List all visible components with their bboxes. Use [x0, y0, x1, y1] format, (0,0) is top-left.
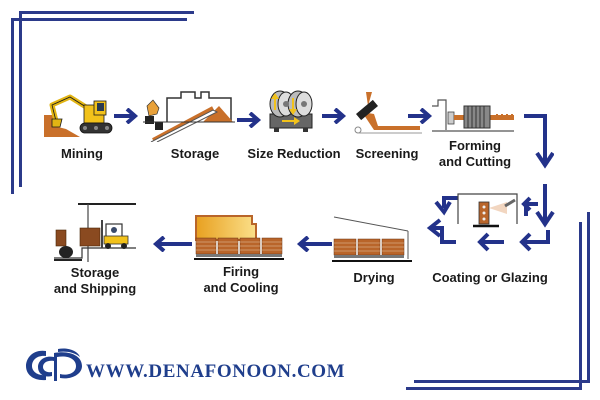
forklift-warehouse-icon — [54, 203, 136, 262]
arrow-right-icon — [114, 108, 139, 124]
kiln-icon — [194, 215, 284, 260]
frame-bottom-outer — [414, 380, 590, 383]
drying-shed-icon — [332, 216, 412, 262]
stage-label-drying: Drying — [353, 270, 395, 285]
stage-label-storage: Storage — [170, 146, 220, 161]
frame-top-inner — [11, 18, 187, 21]
stage-label-size-reduction: Size Reduction — [247, 146, 341, 161]
extruder-icon — [432, 99, 514, 132]
stage-label-storage-line2: and Shipping — [53, 281, 137, 296]
stage-label-coating-glazing: Coating or Glazing — [432, 270, 548, 285]
stage-label-mining: Mining — [61, 146, 103, 161]
stage-label-forming-line1: Forming — [449, 138, 501, 153]
screening-machine-icon — [354, 92, 422, 134]
stage-label-storage-shipping: Storage and Shipping — [50, 265, 140, 297]
frame-top-outer — [19, 11, 194, 14]
stage-label-forming-line2: and Cutting — [438, 154, 512, 169]
frame-right-inner — [579, 222, 582, 389]
arrow-left-icon — [296, 236, 332, 252]
arrow-right-icon — [408, 108, 433, 124]
stage-label-firing-line1: Firing — [222, 264, 260, 279]
frame-left-inner — [19, 11, 22, 187]
storage-shed-icon — [143, 91, 235, 142]
excavator-icon — [44, 94, 113, 137]
frame-right-outer — [587, 212, 590, 383]
website-url: WWW.DENAFONOON.COM — [86, 361, 346, 382]
stage-label-storage-line1: Storage — [70, 265, 120, 280]
glazing-station-icon — [457, 193, 518, 228]
coating-loop-arrows-icon — [426, 184, 555, 252]
stage-label-firing-cooling: Firing and Cooling — [196, 264, 286, 296]
arrow-down-icon — [524, 114, 554, 169]
stage-label-forming-cutting: Forming and Cutting — [432, 138, 518, 170]
arrow-right-icon — [237, 112, 262, 128]
stage-label-screening: Screening — [355, 146, 419, 161]
stage-label-firing-line2: and Cooling — [203, 280, 279, 295]
denafonoon-logo-icon — [26, 348, 82, 381]
crusher-rollers-icon — [269, 90, 313, 132]
arrow-right-icon — [322, 108, 347, 124]
frame-left-outer — [11, 18, 14, 194]
arrow-left-icon — [152, 236, 192, 252]
frame-bottom-inner — [406, 387, 582, 390]
